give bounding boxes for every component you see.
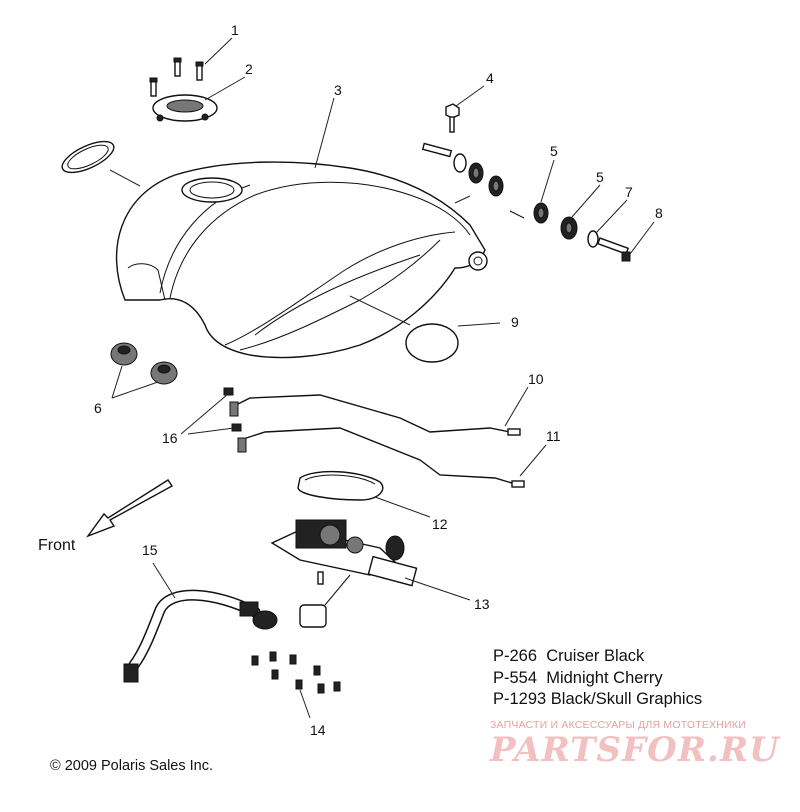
grommets (110, 342, 178, 385)
callout-numbers: 1 2 3 4 5 5 6 7 8 9 10 11 12 13 14 15 16 (94, 22, 663, 738)
fuel-hose (123, 589, 278, 683)
callout-5a: 5 (550, 143, 558, 159)
screws-part-14 (251, 651, 341, 694)
callout-7: 7 (625, 184, 633, 200)
filler-gasket-inner (67, 144, 109, 170)
filler-gasket (61, 140, 115, 174)
callout-1: 1 (231, 22, 239, 38)
pump-gasket (297, 470, 384, 501)
callout-13: 13 (474, 596, 490, 612)
pump-gasket-inner (304, 474, 376, 485)
callout-14: 14 (310, 722, 326, 738)
tank-decal (405, 323, 459, 363)
callout-11: 11 (546, 428, 561, 444)
legend-row-cruiser-black: P-266 Cruiser Black (493, 647, 645, 665)
filler-neck-ring (152, 94, 218, 122)
rear-mount-hardware (421, 103, 631, 262)
callout-9: 9 (511, 314, 519, 330)
callout-3: 3 (334, 82, 342, 98)
fuel-tank-body (115, 161, 488, 359)
fuel-lines (223, 387, 525, 488)
legend-row-skull-graphics: P-1293 Black/Skull Graphics (493, 690, 703, 708)
color-legend: P-266 Cruiser Black P-554 Midnight Cherr… (493, 646, 702, 711)
callout-6: 6 (94, 400, 102, 416)
watermark-brand: PARTSFOR.RU (490, 730, 780, 770)
callout-2: 2 (245, 61, 253, 77)
fuel-pump-assembly (270, 519, 418, 628)
copyright-notice: © 2009 Polaris Sales Inc. (50, 758, 214, 774)
front-label: Front (38, 537, 76, 554)
callout-16: 16 (162, 430, 178, 446)
callout-12: 12 (432, 516, 448, 532)
callout-10: 10 (528, 371, 544, 387)
leader-lines (109, 37, 655, 719)
watermark-tagline: ЗАПЧАСТИ И АКСЕССУАРЫ ДЛЯ МОТОТЕХНИКИ (490, 719, 746, 731)
callout-4: 4 (486, 70, 494, 86)
front-direction-arrow (86, 479, 174, 538)
callout-8: 8 (655, 205, 663, 221)
callout-5b: 5 (596, 169, 604, 185)
legend-row-midnight-cherry: P-554 Midnight Cherry (493, 668, 663, 687)
callout-15: 15 (142, 542, 158, 558)
screws-part-1 (149, 57, 204, 97)
